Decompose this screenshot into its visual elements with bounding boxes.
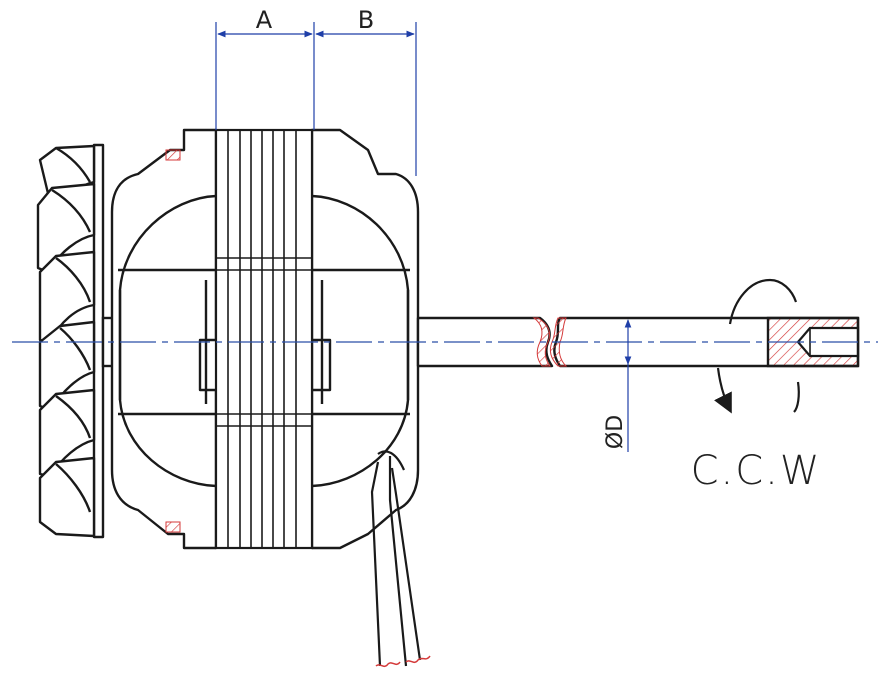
dimension-d-label: ØD	[603, 415, 628, 449]
rotation-arrow	[714, 278, 800, 414]
lamination-stack	[214, 128, 314, 550]
fan-blades	[36, 143, 105, 539]
dimension-lines	[215, 22, 632, 452]
rotation-label: C.C.W	[691, 448, 822, 494]
dimension-b-label: B	[358, 6, 374, 34]
lead-wires	[370, 450, 422, 667]
dimension-a-label: A	[256, 6, 273, 34]
lamination-lines	[216, 130, 312, 548]
